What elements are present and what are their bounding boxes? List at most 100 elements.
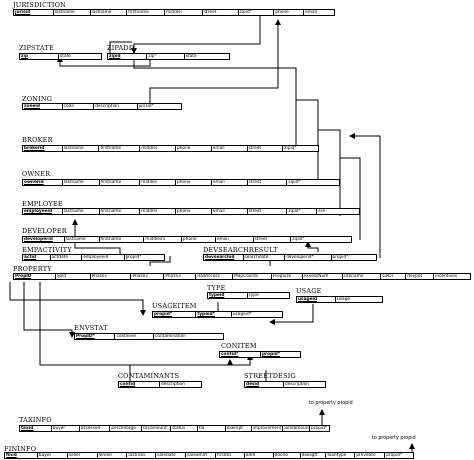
col-state: state xyxy=(60,54,71,59)
col-street: street xyxy=(248,209,288,214)
col-description: description xyxy=(161,382,185,387)
col-brokerid: brokerid xyxy=(23,146,63,151)
table-employee: employeeid lastname firstname middlei ph… xyxy=(22,208,360,215)
table-envstat: PropID* contlevel contamination xyxy=(74,333,224,340)
col-propsize: PropSize xyxy=(272,274,303,279)
table-streetdesig-title: STREETDESIG xyxy=(244,372,296,380)
col-employeeid: employeeid xyxy=(82,255,125,260)
col-contid-fk: contid* xyxy=(220,352,261,357)
col-lastname: lastname xyxy=(54,10,91,15)
col-docno: docno xyxy=(274,453,301,458)
col-street: street xyxy=(248,180,288,185)
col-code: code xyxy=(63,104,95,109)
table-usage: usageid usage xyxy=(296,296,383,303)
col-lastname: lastname xyxy=(65,237,100,242)
table-usageitem: propid* typeid* usageid* xyxy=(152,311,283,318)
col-propid-fk: propid* xyxy=(311,426,327,431)
col-type: type xyxy=(249,293,259,298)
table-empactivity-title: EMPACTIVITY xyxy=(22,246,72,254)
col-typeid-fk: typeid* xyxy=(196,312,232,317)
col-employeeid: employeeid xyxy=(23,209,63,214)
col-zipid-fk: zipid* xyxy=(292,237,305,242)
col-incentives: incentives xyxy=(435,274,458,279)
col-email: email xyxy=(212,146,248,151)
table-conitem: contid* propid* xyxy=(219,351,301,358)
col-doksgft: doksgft xyxy=(301,453,327,458)
col-percentage: percentage xyxy=(110,426,143,431)
table-broker-title: BROKER xyxy=(22,136,53,144)
table-conitem-title: CONITEM xyxy=(221,342,257,350)
table-zipstate: zip state xyxy=(19,53,102,60)
col-propid-fk: PropID* xyxy=(75,334,116,339)
table-zoning: zoneid code description jurisid* xyxy=(22,103,182,110)
table-type: typeid type xyxy=(207,292,290,299)
table-taxinfo-title: TAXINFO xyxy=(19,416,52,424)
col-zipid-fk: zipid* xyxy=(287,209,318,214)
col-lastname: lastname xyxy=(63,209,100,214)
col-searchdate: searchdate xyxy=(244,255,286,260)
col-street: street xyxy=(248,146,284,151)
col-propid-fk: propid* xyxy=(153,312,197,317)
fk-zip-line xyxy=(57,56,151,67)
col-saleamnt: saleamnt xyxy=(186,453,216,458)
table-zipadd-title: ZIPADD xyxy=(107,44,135,52)
col-contamination: contamination xyxy=(154,334,186,339)
col-propid-fk: propid* xyxy=(125,255,142,260)
table-developer: developerid lastname firstname middleini… xyxy=(22,236,352,243)
col-phone: phone xyxy=(176,209,212,214)
col-street: street xyxy=(203,10,239,15)
col-zipid: zipid* xyxy=(239,10,275,15)
col-status: status xyxy=(171,426,198,431)
col-ownerid: ownerid xyxy=(23,180,63,185)
table-devsearchresult: devsearchid searchdate developerid* prop… xyxy=(203,254,377,261)
col-zip-fk: zip* xyxy=(147,54,185,59)
col-email: email xyxy=(212,209,248,214)
col-typeid: typeid xyxy=(208,293,249,298)
table-contaminants-title: CONTAMINANTS xyxy=(118,372,180,380)
col-zipid-fk: zipid* xyxy=(284,146,297,151)
fk-zipid-line xyxy=(109,41,132,53)
col-zipid-fk: zipid* xyxy=(288,180,301,185)
col-contid: contid xyxy=(119,382,161,387)
table-zipadd: zipid zip* state xyxy=(107,53,230,60)
table-contaminants: contid description xyxy=(118,381,202,388)
col-firstdd: firstdd xyxy=(216,453,245,458)
col-assessed: assessed xyxy=(80,426,111,431)
col-firstname: firstname xyxy=(100,237,145,242)
table-property-title: PROPERTY xyxy=(13,265,52,273)
table-property: PropID Sold Phase1 Phase2 Phase3 RailAcc… xyxy=(13,273,471,280)
col-email: email xyxy=(305,10,318,15)
col-developerid: developerid xyxy=(23,237,65,242)
col-desid: desid xyxy=(245,382,285,387)
col-propid-fk: propid* xyxy=(332,255,349,260)
col-buyer: buyer xyxy=(52,426,80,431)
col-prevdate: prevdate xyxy=(355,453,386,458)
col-street: street xyxy=(254,237,292,242)
col-tla: tla xyxy=(198,426,226,431)
table-zipstate-title: ZIPSTATE xyxy=(19,44,54,52)
col-phase1: Phase1 xyxy=(91,274,132,279)
col-assessnum: AssessNum xyxy=(303,274,343,279)
table-owner-title: OWNER xyxy=(22,170,51,178)
table-fininfo: finid buyer seller lender lastrans saled… xyxy=(4,452,414,459)
col-middlei: middlei xyxy=(140,146,176,151)
col-finid: finid xyxy=(5,453,38,458)
col-saledate: saledate xyxy=(156,453,187,458)
col-middlei: middlei xyxy=(165,10,203,15)
col-description: description xyxy=(94,104,138,109)
col-buyer: buyer xyxy=(38,453,68,458)
col-gpdi: GPDI xyxy=(381,274,407,279)
table-streetdesig: desid description xyxy=(244,381,326,388)
col-actdate: actdate xyxy=(51,255,83,260)
table-usage-title: USAGE xyxy=(296,287,322,295)
col-lastname: lastname xyxy=(63,180,100,185)
col-usage: usage xyxy=(337,297,351,302)
note-to-property-2: to property propid xyxy=(372,436,416,441)
col-zip: zip xyxy=(20,54,60,59)
col-firstname: firstname xyxy=(99,146,141,151)
table-devsearchresult-title: DEVSEARCHRESULT xyxy=(203,246,278,254)
col-taxamount: taxamount xyxy=(142,426,172,431)
col-email: email xyxy=(216,237,254,242)
col-ssn: ssn xyxy=(318,209,326,214)
